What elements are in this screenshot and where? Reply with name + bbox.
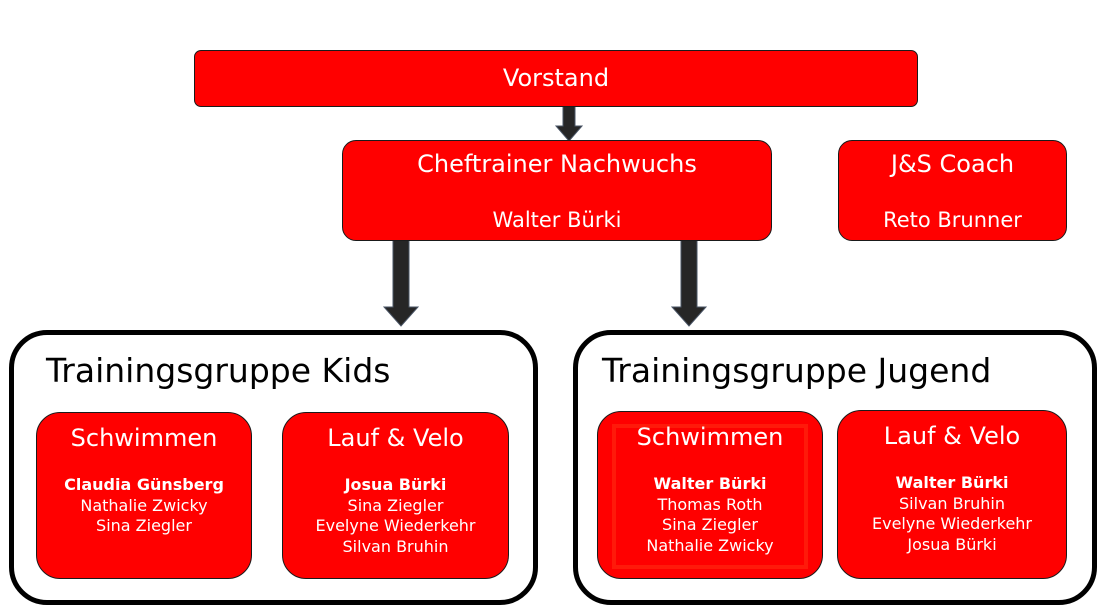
unit-kids-lauf-velo: Lauf & Velo Josua Bürki Sina Ziegler Eve… xyxy=(282,412,509,579)
js-coach-box: J&S Coach Reto Brunner xyxy=(838,140,1067,241)
cheftrainer-person: Walter Bürki xyxy=(492,208,622,232)
arrow-vorstand-to-cheftrainer xyxy=(554,106,584,142)
js-coach-person: Reto Brunner xyxy=(883,208,1022,232)
member: Evelyne Wiederkehr xyxy=(315,516,476,535)
member: Nathalie Zwicky xyxy=(646,535,774,555)
cheftrainer-box: Cheftrainer Nachwuchs Walter Bürki xyxy=(342,140,772,241)
js-coach-title: J&S Coach xyxy=(890,150,1015,178)
member: Evelyne Wiederkehr xyxy=(872,514,1032,533)
member: Silvan Bruhin xyxy=(342,536,449,556)
unit-title: Schwimmen xyxy=(70,424,218,452)
unit-lead: Walter Bürki xyxy=(895,473,1009,492)
unit-title: Schwimmen xyxy=(636,423,784,451)
member: Josua Bürki xyxy=(907,534,997,554)
member: Silvan Bruhin xyxy=(899,493,1005,513)
group-title: Trainingsgruppe Kids xyxy=(46,351,391,390)
member: Thomas Roth xyxy=(657,494,763,514)
vorstand-box: Vorstand xyxy=(194,50,918,107)
member: Sina Ziegler xyxy=(662,515,758,534)
group-title: Trainingsgruppe Jugend xyxy=(602,351,992,390)
member-list: Walter Bürki Silvan Bruhin Evelyne Wiede… xyxy=(838,473,1066,555)
unit-title: Lauf & Velo xyxy=(327,424,464,452)
selection-frame xyxy=(612,424,808,569)
member-list: Claudia Günsberg Nathalie Zwicky Sina Zi… xyxy=(37,475,251,537)
unit-lead: Walter Bürki xyxy=(653,474,767,493)
unit-lead: Josua Bürki xyxy=(344,475,447,494)
member: Nathalie Zwicky xyxy=(80,495,208,515)
unit-jugend-lauf-velo: Lauf & Velo Walter Bürki Silvan Bruhin E… xyxy=(837,410,1067,579)
member: Sina Ziegler xyxy=(347,495,444,515)
member-list: Walter Bürki Thomas Roth Sina Ziegler Na… xyxy=(598,474,822,556)
member-list: Josua Bürki Sina Ziegler Evelyne Wiederk… xyxy=(283,475,508,557)
cheftrainer-title: Cheftrainer Nachwuchs xyxy=(417,150,697,178)
arrow-cheftrainer-to-jugend xyxy=(671,240,707,327)
unit-kids-schwimmen: Schwimmen Claudia Günsberg Nathalie Zwic… xyxy=(36,412,252,579)
vorstand-title: Vorstand xyxy=(502,64,610,92)
unit-title: Lauf & Velo xyxy=(883,422,1021,450)
unit-lead: Claudia Günsberg xyxy=(64,475,224,494)
member: Sina Ziegler xyxy=(96,516,192,535)
unit-jugend-schwimmen: Schwimmen Walter Bürki Thomas Roth Sina … xyxy=(597,411,823,579)
arrow-cheftrainer-to-kids xyxy=(383,240,419,327)
